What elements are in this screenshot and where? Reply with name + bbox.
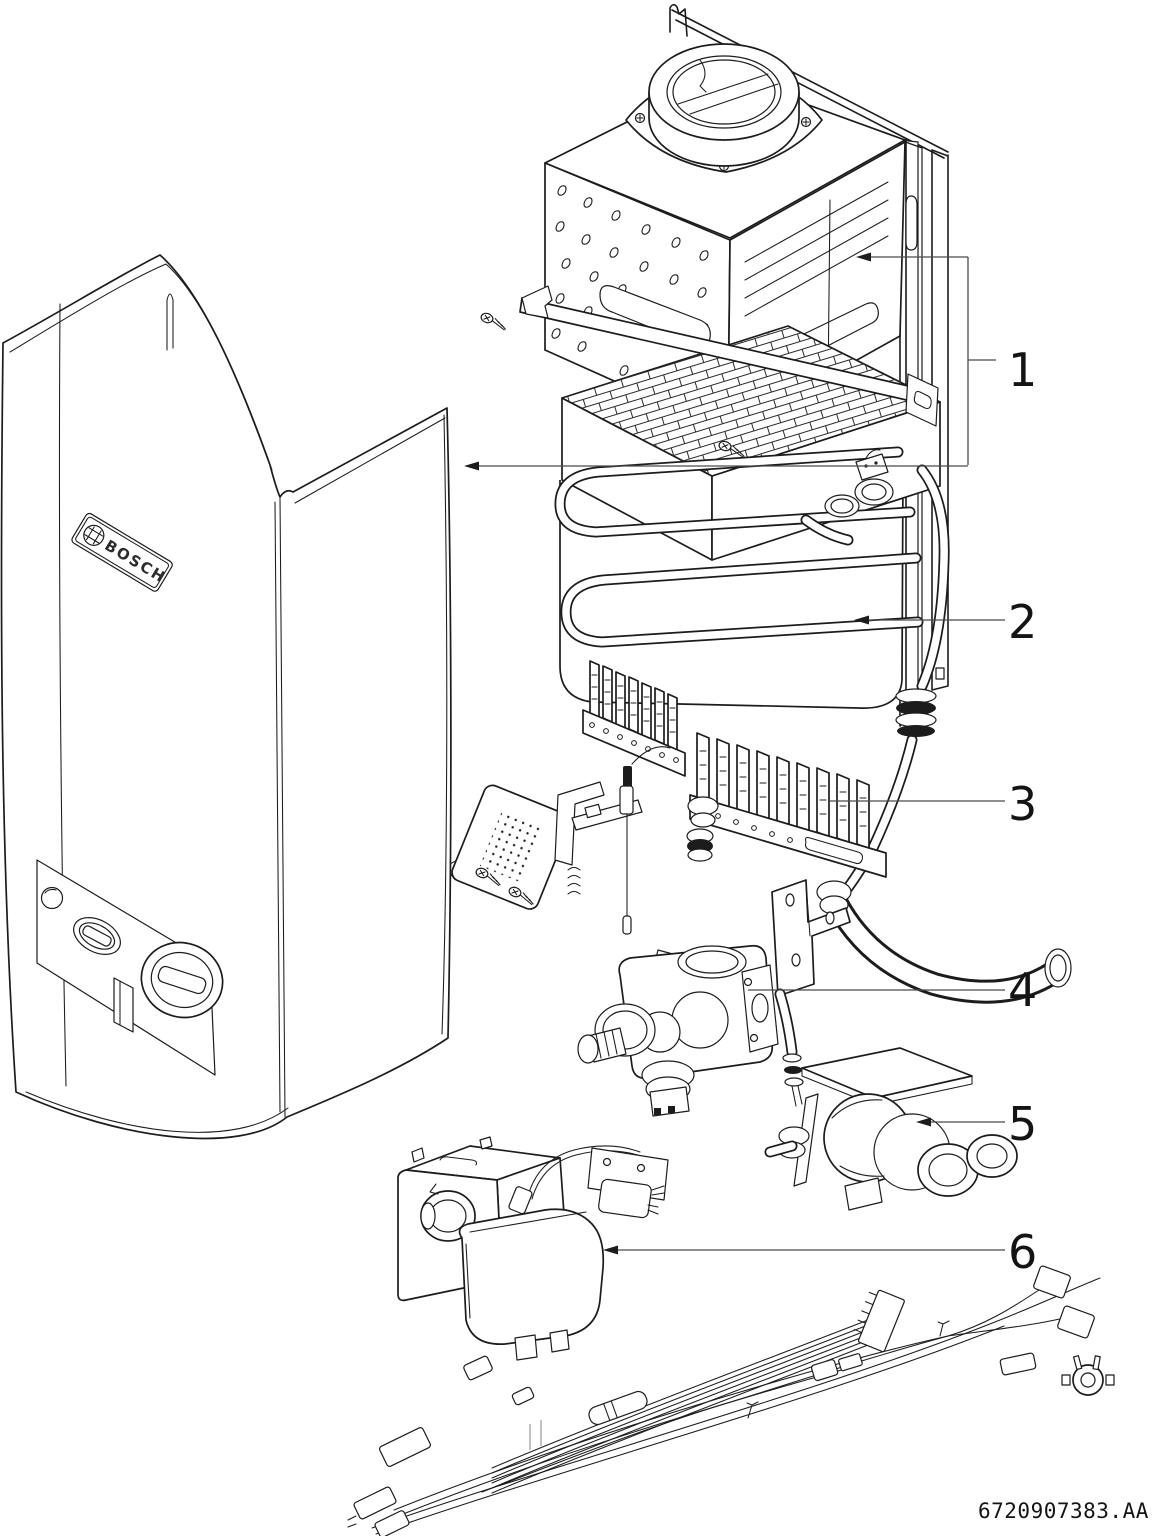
callouts: 1 2 3 4 5 6	[464, 252, 1037, 1279]
connector	[379, 1427, 431, 1467]
slot	[113, 977, 134, 1033]
connector	[1033, 1265, 1071, 1299]
leader-arrow	[464, 461, 479, 471]
callout-5: 5	[916, 1097, 1037, 1151]
water-pipes	[554, 446, 950, 904]
leader-arrow	[856, 252, 871, 262]
document-number: 6720907383.AA	[978, 1499, 1149, 1523]
callout-4: 4	[748, 963, 1037, 1017]
tank-fittings	[800, 449, 894, 546]
leader-arrow	[603, 1245, 618, 1255]
water-valve	[764, 1047, 1018, 1211]
ribbon-connector	[853, 1289, 905, 1353]
burner-left-bank	[582, 660, 686, 777]
retaining-bar	[478, 285, 939, 458]
bosch-logo-icon	[83, 524, 105, 546]
control-unit	[397, 1136, 669, 1361]
callout-number-2: 2	[1008, 595, 1037, 649]
connector	[511, 1386, 535, 1406]
wiring-harness	[347, 1265, 1115, 1536]
heat-exchanger	[478, 285, 950, 904]
connector	[374, 1510, 410, 1536]
callout-6: 6	[603, 1225, 1037, 1279]
leader-arrow	[916, 1117, 931, 1127]
screw-icon	[478, 311, 509, 331]
gas-valve-bracket	[771, 879, 851, 997]
spy-hole	[40, 886, 64, 910]
callout-3: 3	[830, 777, 1037, 831]
callout-number-3: 3	[1008, 777, 1037, 831]
gas-knob	[73, 917, 121, 955]
ignition-electrode	[619, 746, 671, 935]
microswitch	[508, 1145, 669, 1219]
cover-control-panel	[36, 859, 224, 1076]
burner-right-bank	[686, 732, 887, 878]
connector	[1057, 1305, 1095, 1339]
control-cover	[458, 1208, 605, 1361]
callout-number-6: 6	[1008, 1225, 1037, 1279]
gas-valve	[577, 879, 851, 1117]
front-cover: BOSCH	[0, 254, 452, 1140]
connector	[463, 1355, 493, 1381]
gas-regulator-knob	[577, 1027, 627, 1064]
connector	[999, 1352, 1037, 1376]
leader-arrow	[854, 615, 869, 625]
inline-connector	[588, 1390, 648, 1426]
temperature-knob	[140, 941, 224, 1019]
callout-number-1: 1	[1008, 343, 1037, 397]
connector	[353, 1486, 397, 1520]
callout-number-4: 4	[1008, 963, 1037, 1017]
callout-1: 1	[464, 252, 1037, 471]
flue-collar	[648, 43, 800, 167]
burner-assembly	[582, 660, 1072, 1004]
callout-2: 2	[854, 595, 1037, 649]
callout-number-5: 5	[1008, 1097, 1037, 1151]
bullet-connector	[810, 1353, 863, 1382]
pilot-burner-assembly	[444, 746, 691, 970]
outlet-elbow-pipe	[816, 880, 1072, 1004]
thermostat-disc	[1061, 1355, 1115, 1396]
